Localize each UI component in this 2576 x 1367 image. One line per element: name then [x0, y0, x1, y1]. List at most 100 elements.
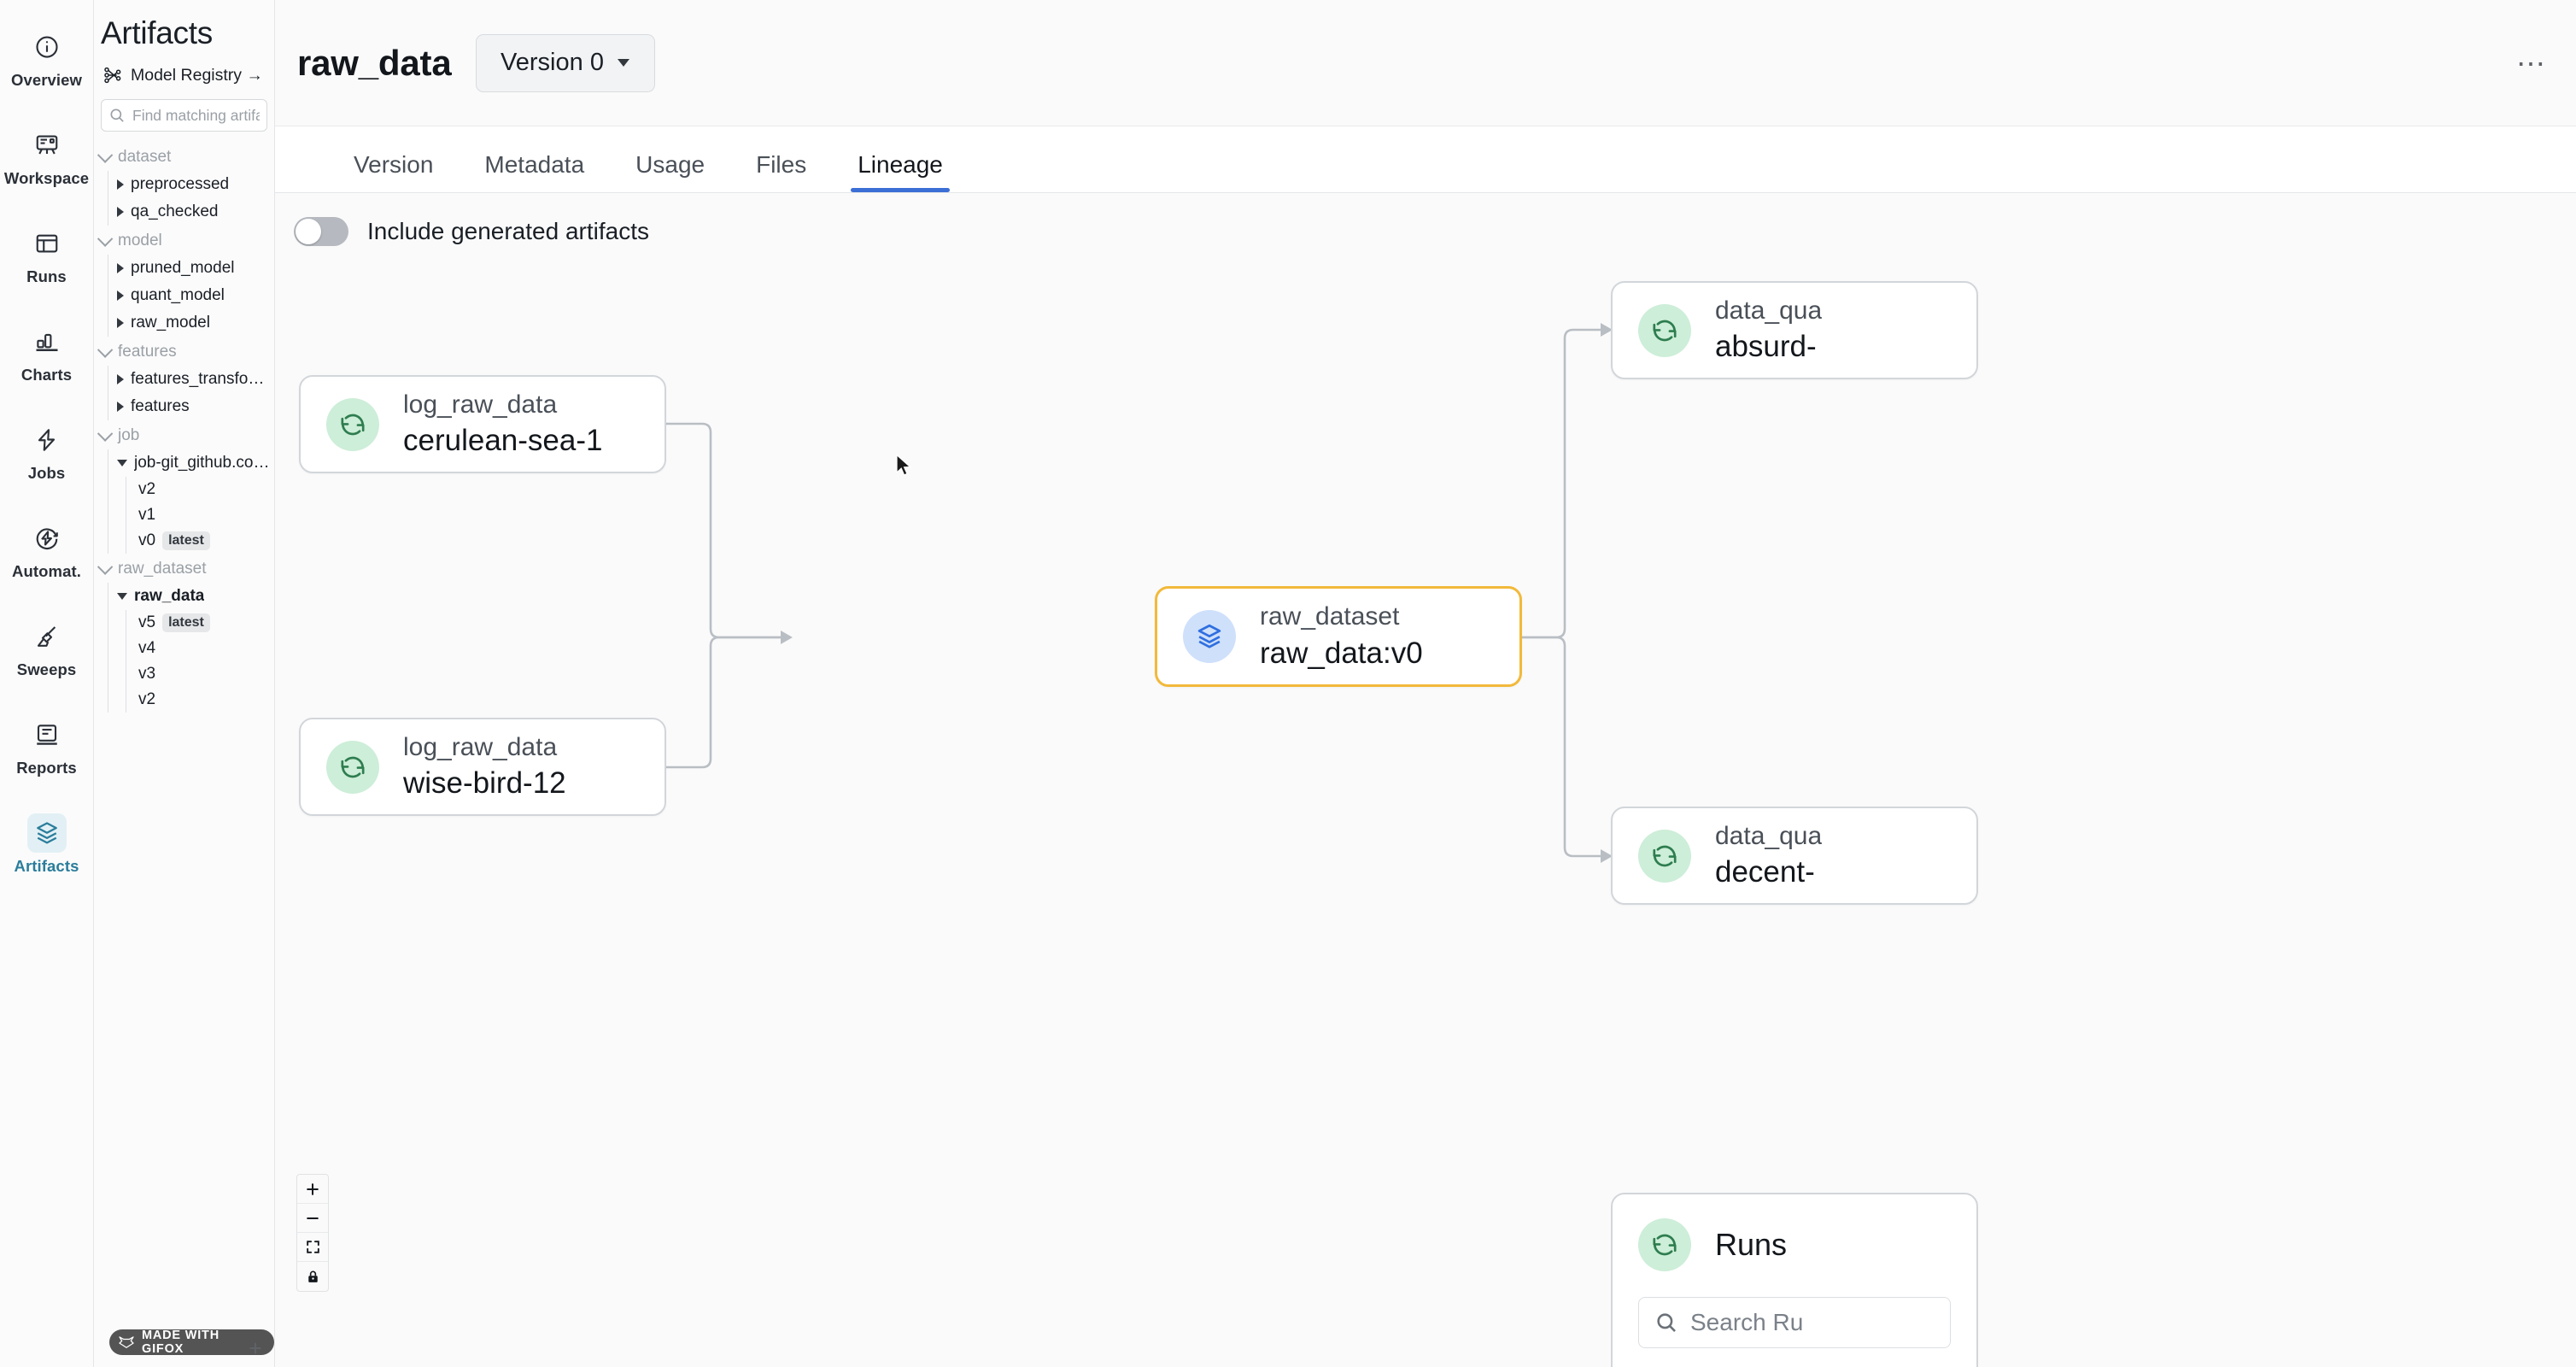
rail-item-overview[interactable]: Overview — [8, 19, 86, 95]
version-label: v5 — [138, 613, 156, 631]
tree-node-label: preprocessed — [131, 175, 230, 193]
fox-logo-icon — [118, 1335, 135, 1349]
runs-search-input[interactable] — [1690, 1309, 1935, 1336]
artifacts-sidebar: Artifacts Model Registry → datasetprepro… — [94, 0, 275, 1367]
more-horizontal-icon[interactable]: ⋯ — [2516, 48, 2547, 80]
rail-label: Workspace — [3, 169, 90, 187]
tree-group-header[interactable]: dataset — [94, 144, 274, 171]
main-panel: raw_data Version 0 ⋯ Version Metadata Usag… — [275, 0, 2576, 1367]
caret-down-icon — [117, 593, 127, 600]
tab-usage[interactable]: Usage — [610, 151, 730, 192]
artifact-search[interactable] — [101, 99, 267, 132]
tree-group-dataset: dataset preprocessed qa_checked — [94, 144, 274, 226]
caret-right-icon — [117, 290, 124, 301]
lineage-node-type: log_raw_data — [403, 390, 558, 419]
add-artifact-button[interactable]: + — [249, 1335, 262, 1361]
broom-icon — [27, 617, 67, 656]
runs-panel[interactable]: Runs — [1611, 1193, 1978, 1367]
tree-node-label: pruned_model — [131, 259, 235, 277]
model-registry-link[interactable]: Model Registry → — [94, 51, 274, 85]
artifact-title: raw_data — [297, 42, 452, 83]
tab-version[interactable]: Version — [328, 151, 459, 192]
tree-node-features[interactable]: features — [108, 393, 274, 420]
bar-chart-icon — [27, 322, 67, 361]
include-generated-artifacts-toggle[interactable] — [294, 217, 348, 246]
tab-metadata[interactable]: Metadata — [459, 151, 610, 192]
tab-label: Metadata — [484, 151, 585, 178]
tree-node-raw_model[interactable]: raw_model — [108, 309, 274, 337]
zoom-out-icon[interactable] — [297, 1204, 328, 1233]
rail-item-automations[interactable]: Automat. — [8, 510, 86, 586]
tree-node-raw_data[interactable]: raw_data — [108, 583, 274, 610]
tree-group-model: model pruned_model quant_model raw_model — [94, 227, 274, 337]
rail-item-jobs[interactable]: Jobs — [8, 412, 86, 488]
include-generated-artifacts-label: Include generated artifacts — [367, 218, 649, 244]
tree-group-children: preprocessed qa_checked — [108, 171, 274, 226]
zoom-in-icon[interactable] — [297, 1175, 328, 1204]
tree-node-features_transformed[interactable]: features_transformed — [108, 366, 274, 393]
artifact-layers-icon — [1183, 610, 1236, 663]
caret-right-icon — [117, 402, 124, 412]
lineage-node-text: log_raw_data cerulean-sea-1 — [403, 388, 602, 461]
artifact-header: raw_data Version 0 ⋯ — [275, 0, 2576, 126]
search-icon — [1654, 1311, 1678, 1335]
rail-item-runs[interactable]: Runs — [8, 215, 86, 291]
canvas-zoom-controls — [296, 1174, 329, 1292]
lock-icon[interactable] — [297, 1262, 328, 1291]
version-row[interactable]: v2 — [126, 477, 274, 502]
report-icon — [27, 715, 67, 754]
version-row[interactable]: v3 — [126, 661, 274, 687]
tree-node-pruned_model[interactable]: pruned_model — [108, 255, 274, 282]
version-row[interactable]: v4 — [126, 636, 274, 661]
version-badge: latest — [162, 531, 210, 550]
search-input[interactable] — [132, 106, 260, 125]
tree-group-header[interactable]: model — [94, 227, 274, 255]
rail-label: Charts — [20, 366, 73, 384]
tree-node-quant_model[interactable]: quant_model — [108, 282, 274, 309]
fit-screen-icon[interactable] — [297, 1233, 328, 1262]
workspace-icon — [27, 126, 67, 165]
tree-node-qa_checked[interactable]: qa_checked — [108, 198, 274, 226]
rail-item-charts[interactable]: Charts — [8, 314, 86, 390]
run-refresh-icon — [326, 740, 379, 794]
rail-item-workspace[interactable]: Workspace — [4, 117, 89, 193]
chevron-down-icon — [97, 341, 114, 358]
tree-group-header[interactable]: raw_dataset — [94, 555, 274, 583]
tree-node-preprocessed[interactable]: preprocessed — [108, 171, 274, 198]
table-icon — [27, 224, 67, 263]
page-title: Artifacts — [101, 15, 213, 50]
version-label: v2 — [138, 690, 156, 708]
version-row[interactable]: v1 — [126, 502, 274, 528]
tab-lineage[interactable]: Lineage — [832, 151, 969, 192]
tab-label: Usage — [635, 151, 705, 178]
version-row[interactable]: v2 — [126, 687, 274, 713]
rail-label: Sweeps — [16, 660, 77, 678]
tree-node-label: raw_model — [131, 314, 210, 331]
tree-group-header[interactable]: features — [94, 338, 274, 366]
rail-item-sweeps[interactable]: Sweeps — [8, 608, 86, 684]
chevron-down-icon — [97, 425, 114, 442]
runs-search[interactable] — [1638, 1297, 1951, 1348]
tab-files[interactable]: Files — [730, 151, 832, 192]
automation-icon — [27, 519, 67, 558]
version-select-button[interactable]: Version 0 — [475, 33, 655, 92]
tree-node-label: qa_checked — [131, 202, 219, 220]
tree-group-header[interactable]: job — [94, 422, 274, 449]
tree-node-jobgit_githubcom_wa[interactable]: job-git_github.com_wa… — [108, 449, 274, 477]
lineage-node[interactable]: log_raw_data cerulean-sea-1 — [299, 375, 666, 473]
tree-group-label: features — [118, 343, 177, 361]
rail-item-reports[interactable]: Reports — [8, 707, 86, 783]
lineage-node-name: cerulean-sea-1 — [403, 424, 603, 458]
version-select-label: Version 0 — [501, 49, 604, 76]
toggle-knob — [296, 219, 321, 244]
rail-item-artifacts[interactable]: Artifacts — [8, 805, 86, 881]
